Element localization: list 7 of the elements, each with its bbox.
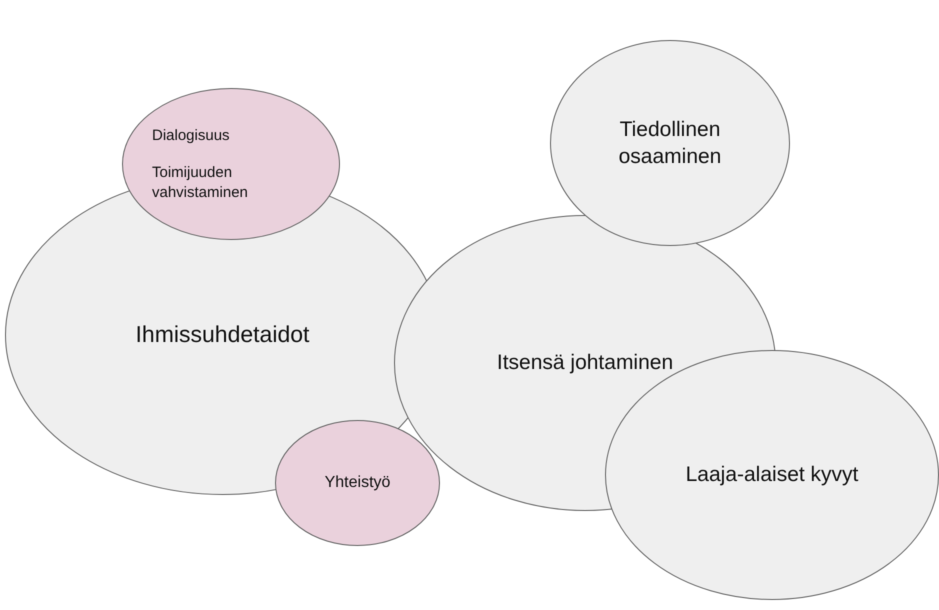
node-label: Ihmissuhdetaidot (136, 320, 310, 350)
node-label: Toimijuuden vahvistaminen (152, 163, 249, 202)
node-label: Itsensä johtaminen (496, 350, 674, 376)
node-label: Tiedollinen osaaminen (618, 116, 722, 170)
node-label: Dialogisuus (152, 126, 230, 146)
node-label: Yhteistyö (324, 472, 390, 493)
node-label: Laaja-alaiset kyvyt (686, 462, 858, 488)
